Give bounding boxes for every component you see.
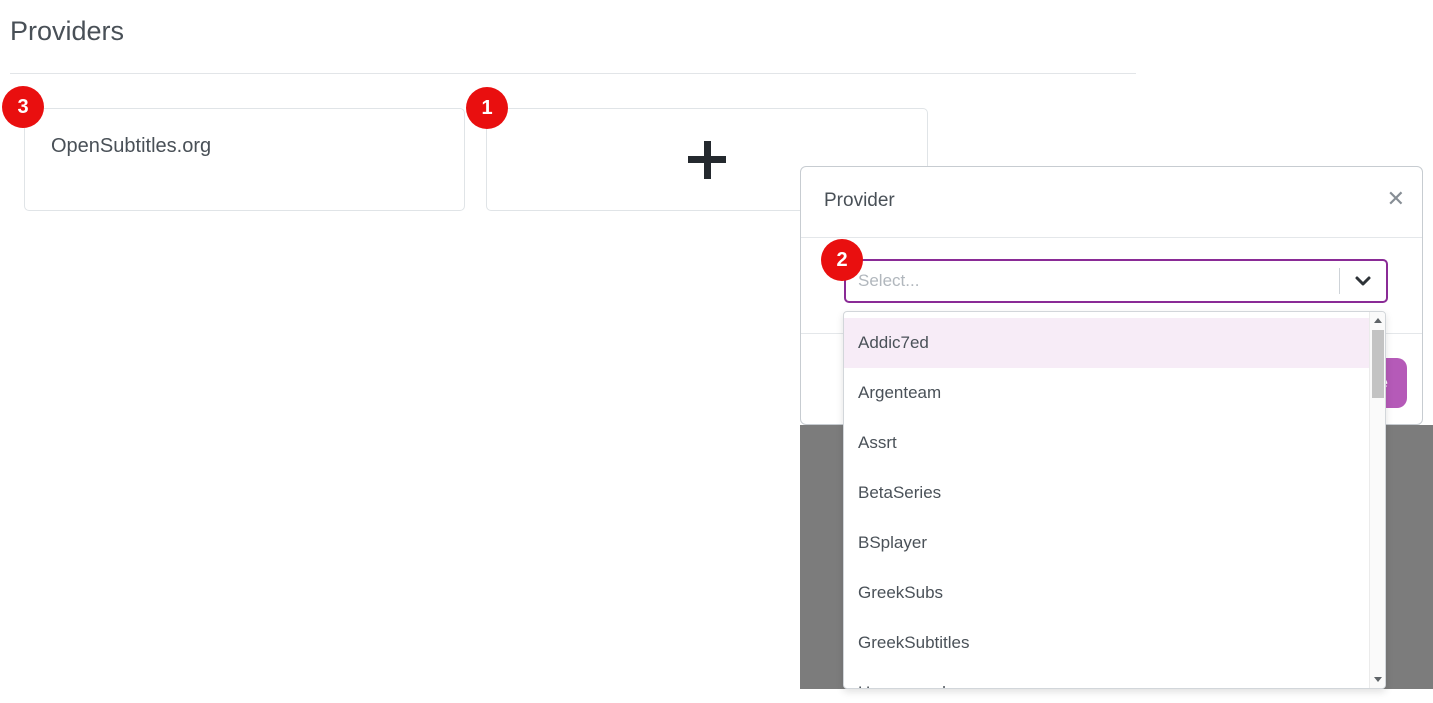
add-provider-card[interactable] — [486, 108, 928, 211]
dropdown-option[interactable]: GreekSubtitles — [858, 633, 970, 652]
modal-title: Provider — [824, 190, 895, 211]
dropdown-option[interactable]: Assrt — [858, 433, 897, 452]
chevron-down-icon — [1340, 269, 1386, 293]
dropdown-option[interactable]: GreekSubs — [858, 583, 944, 602]
plus-icon — [688, 140, 726, 179]
annotation-badge-2: 2 — [821, 239, 863, 281]
page-title: Providers — [10, 16, 125, 46]
dropdown-option[interactable]: Argenteam — [858, 383, 942, 402]
annotation-badge-1: 1 — [466, 87, 508, 129]
dropdown-option[interactable]: BetaSeries — [858, 483, 942, 502]
provider-select[interactable]: Select... — [844, 259, 1388, 303]
provider-card-opensubtitles[interactable]: OpenSubtitles.org — [24, 108, 465, 211]
dropdown-option[interactable]: Hosszupuska — [844, 668, 1385, 688]
scroll-up-icon[interactable] — [1373, 318, 1382, 323]
annotation-badge-3: 3 — [2, 86, 44, 128]
scroll-down-icon[interactable] — [1373, 677, 1382, 682]
scrollbar[interactable] — [1369, 312, 1385, 688]
select-separator — [1339, 268, 1340, 294]
scrollbar-thumb[interactable] — [1372, 330, 1384, 398]
close-icon[interactable]: ✕ — [1386, 186, 1405, 211]
modal-header: Provider ✕ — [801, 167, 1422, 238]
title-divider — [10, 73, 1136, 74]
provider-card-label: OpenSubtitles.org — [51, 135, 212, 157]
select-placeholder: Select... — [858, 271, 920, 290]
dropdown-option[interactable]: BSplayer — [858, 533, 927, 552]
dropdown-option[interactable]: Addic7ed — [844, 318, 1385, 368]
